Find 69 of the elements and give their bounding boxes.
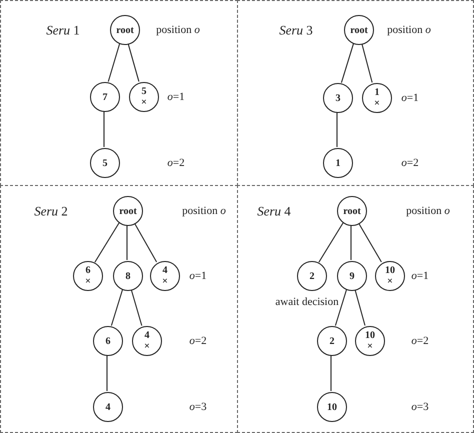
- level-label: o=3: [189, 400, 207, 415]
- node-value: root: [350, 24, 368, 36]
- cross-mark: ×: [374, 98, 380, 109]
- level-label: o=2: [401, 156, 419, 171]
- node-annotation: await decision: [275, 295, 339, 310]
- tree-edge: [350, 224, 352, 260]
- node-value: 6: [86, 265, 90, 276]
- node-value: 5: [102, 158, 108, 168]
- node-value: 6: [106, 336, 110, 346]
- node-value: 2: [330, 336, 334, 346]
- cross-mark: ×: [162, 276, 168, 287]
- node-value: root: [116, 24, 134, 36]
- node-value: 7: [102, 92, 108, 102]
- node-value: 10: [365, 330, 375, 341]
- level-label: o=2: [167, 156, 185, 171]
- level-label: o=1: [189, 268, 207, 284]
- node-value: 4: [162, 265, 168, 276]
- column-heading: position o: [387, 22, 431, 38]
- node-value: 10: [385, 265, 395, 276]
- level-label: o=2: [411, 334, 429, 349]
- node-value: 8: [126, 270, 130, 282]
- panel-frame: [237, 185, 474, 433]
- node-value: 2: [310, 270, 314, 282]
- tree-edge: [130, 288, 142, 326]
- tree-edge: [361, 43, 373, 83]
- panel-frame: [237, 0, 474, 186]
- node-value: 1: [336, 158, 340, 168]
- node-value: root: [119, 206, 137, 216]
- column-heading: position o: [156, 22, 200, 38]
- tree-edge: [354, 288, 366, 326]
- cross-mark: ×: [85, 276, 91, 287]
- column-heading: position o: [406, 204, 450, 219]
- level-label: o=3: [411, 400, 429, 415]
- node-value: 4: [106, 402, 110, 412]
- tree-edge: [126, 224, 128, 260]
- level-label: o=1: [411, 268, 429, 284]
- tree-edge: [340, 42, 354, 84]
- level-label: o=1: [167, 90, 185, 105]
- cross-mark: ×: [141, 97, 147, 108]
- tree-edge: [128, 42, 140, 82]
- panel-title: Seru 4: [257, 202, 291, 220]
- tree-edge: [330, 354, 332, 392]
- tree-edge: [110, 288, 124, 326]
- node-value: root: [343, 206, 361, 216]
- tree-edge: [336, 112, 338, 148]
- panel-frame: [0, 0, 238, 186]
- cross-mark: ×: [144, 341, 150, 352]
- node-value: 5: [142, 86, 146, 97]
- level-label: o=1: [401, 90, 419, 106]
- tree-edge: [134, 222, 158, 262]
- cross-mark: ×: [367, 341, 373, 352]
- node-value: 1: [374, 87, 380, 98]
- column-heading: position o: [182, 204, 226, 219]
- node-value: 4: [144, 330, 150, 341]
- node-value: 9: [350, 270, 354, 282]
- panel-title: Seru 2: [34, 202, 68, 220]
- node-value: 10: [327, 402, 337, 412]
- node-value: 3: [336, 92, 340, 104]
- tree-edge: [94, 222, 120, 263]
- cross-mark: ×: [387, 276, 393, 287]
- tree-edge: [358, 222, 382, 263]
- tree-edge: [318, 222, 344, 263]
- tree-edge: [108, 42, 120, 82]
- level-label: o=2: [189, 334, 207, 349]
- panel-title: Seru 1: [46, 21, 80, 40]
- panel-title: Seru 3: [279, 21, 313, 40]
- panel-frame: [0, 185, 238, 433]
- tree-edge: [334, 288, 348, 326]
- tree-edge: [106, 354, 108, 392]
